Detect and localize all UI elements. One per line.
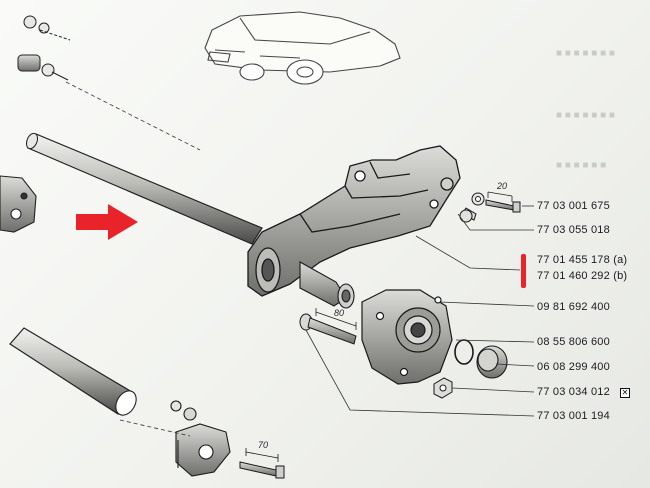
dust-cap xyxy=(476,345,508,379)
part-number-label: 77 03 055 018 xyxy=(537,224,610,236)
part-number-label: 77 01 455 178 (a) xyxy=(537,254,628,266)
seal-ring xyxy=(454,339,474,365)
bleed-through-text: ■ ■ ■ ■ ■ ■ xyxy=(556,160,607,171)
part-number-label: 06 08 299 400 xyxy=(537,361,610,373)
stub-axle xyxy=(299,261,355,309)
car-thumbnail xyxy=(204,11,401,85)
lower-bracket xyxy=(170,400,231,477)
nut xyxy=(433,377,453,399)
dimension-line-20 xyxy=(487,191,513,202)
part-number-label: 08 55 806 600 xyxy=(537,336,610,348)
dimension-label: 70 xyxy=(258,440,269,450)
dimension-label: 80 xyxy=(334,308,345,318)
bleed-through-text: ■ ■ ■ ■ ■ ■ ■ xyxy=(556,110,615,121)
part-number-label: 77 03 001 194 xyxy=(537,410,610,422)
lower-bolt xyxy=(239,448,285,479)
part-number-label: 77 03 034 012 xyxy=(537,386,610,398)
suspension-arm xyxy=(247,145,461,297)
left-bracket-part xyxy=(0,175,37,233)
part-number-label: 77 03 001 675 xyxy=(537,200,610,212)
axle-tube xyxy=(25,132,263,245)
lower-tube xyxy=(9,327,137,416)
dimension-line-80 xyxy=(315,308,357,330)
small-fasteners-top-left xyxy=(17,15,71,81)
highlight-bracket-marker xyxy=(521,254,526,288)
part-number-label: 77 01 460 292 (b) xyxy=(537,270,628,282)
bearing-housing xyxy=(361,289,453,385)
leader-lines xyxy=(65,81,535,437)
highlight-arrow-icon xyxy=(76,204,138,240)
part-number-label: 09 81 692 400 xyxy=(537,301,610,313)
marker-box-icon: ✕ xyxy=(620,388,630,398)
long-bolt xyxy=(299,313,357,345)
bolt-m20 xyxy=(459,192,521,223)
dimension-label: 20 xyxy=(497,181,508,191)
bleed-through-text: ■ ■ ■ ■ ■ ■ ■ xyxy=(556,48,615,59)
